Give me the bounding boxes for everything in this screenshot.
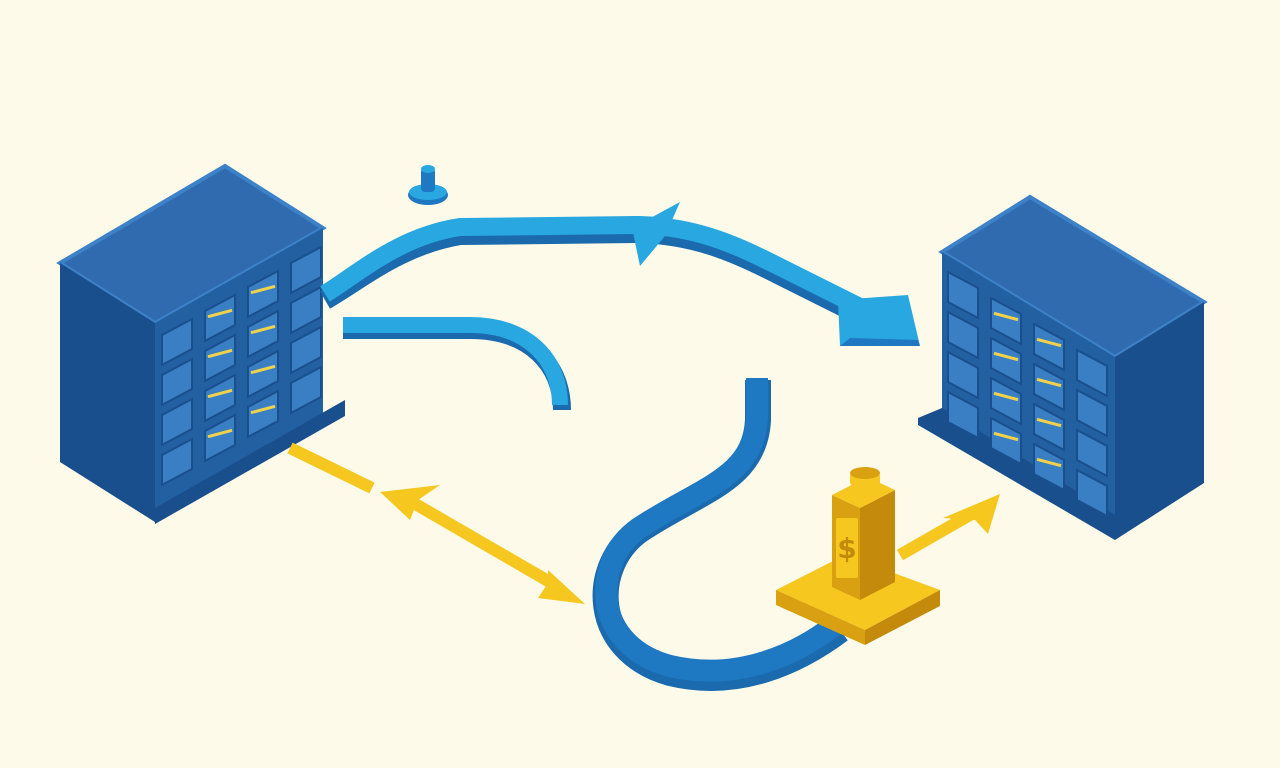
server-window xyxy=(947,270,979,320)
server-window xyxy=(1033,402,1065,452)
token-cap-top xyxy=(850,467,880,479)
server-indicator-light xyxy=(250,364,276,375)
right-server-front-face xyxy=(942,252,1115,540)
server-window xyxy=(290,285,322,335)
server-window xyxy=(1033,362,1065,412)
token-side xyxy=(860,490,895,600)
left-server-rack xyxy=(56,163,345,524)
server-indicator-light xyxy=(993,431,1019,442)
server-window xyxy=(247,349,279,399)
curve-pipe xyxy=(343,317,571,411)
server-indicator-light xyxy=(250,284,276,295)
yellow-double-arrow xyxy=(287,442,585,604)
server-indicator-light xyxy=(1036,457,1062,468)
left-server-base xyxy=(155,400,345,524)
server-indicator-light xyxy=(250,404,276,415)
server-window xyxy=(204,293,236,343)
server-window xyxy=(204,333,236,383)
pin-stem xyxy=(421,168,435,192)
server-window xyxy=(1076,348,1108,398)
payment-token: $ xyxy=(776,467,940,645)
right-server-right-face xyxy=(1115,302,1204,540)
server-window xyxy=(161,397,193,447)
server-indicator-light xyxy=(250,324,276,335)
left-server-windows xyxy=(161,245,322,487)
server-indicator-light xyxy=(207,428,233,439)
yellow-line-from-server xyxy=(287,442,375,494)
top-arrow-head xyxy=(838,295,920,346)
right-server-base xyxy=(918,408,1115,540)
yellow-double-arrow-head-end xyxy=(538,570,585,604)
server-window xyxy=(1033,442,1065,492)
server-window xyxy=(161,437,193,487)
server-window xyxy=(290,325,322,375)
yellow-arrow-right xyxy=(897,494,1000,561)
yellow-double-arrow-head-start xyxy=(380,485,440,520)
server-indicator-light xyxy=(1036,417,1062,428)
server-indicator-light xyxy=(207,308,233,319)
server-window xyxy=(290,365,322,415)
server-window xyxy=(247,389,279,439)
server-window xyxy=(1076,468,1108,518)
token-label-panel xyxy=(836,518,858,578)
server-window xyxy=(161,317,193,367)
server-window xyxy=(990,296,1022,346)
server-window xyxy=(990,376,1022,426)
server-window xyxy=(1076,428,1108,478)
top-arrow-mid-chevron xyxy=(632,202,680,266)
token-top xyxy=(832,477,895,508)
server-indicator-light xyxy=(993,391,1019,402)
server-indicator-light xyxy=(207,388,233,399)
loop-pipe-body xyxy=(595,378,843,682)
left-server-left-face xyxy=(60,263,155,522)
server-indicator-light xyxy=(993,351,1019,362)
left-server-front-face xyxy=(155,228,323,522)
server-indicator-light xyxy=(993,311,1019,322)
server-window xyxy=(247,309,279,359)
payment-tile-left xyxy=(776,590,865,645)
right-server-windows xyxy=(947,270,1108,518)
server-window xyxy=(290,245,322,295)
token-dollar-symbol: $ xyxy=(837,532,856,565)
server-window xyxy=(161,357,193,407)
pin-head xyxy=(421,165,435,173)
top-flow-arrow xyxy=(319,202,920,346)
server-window xyxy=(947,310,979,360)
server-window xyxy=(204,373,236,423)
server-indicator-light xyxy=(1036,377,1062,388)
server-window xyxy=(990,336,1022,386)
yellow-arrow-right-head xyxy=(943,494,1000,534)
server-window xyxy=(947,390,979,440)
right-server-rack xyxy=(918,194,1208,540)
yellow-double-arrow-shaft xyxy=(401,492,559,591)
server-window xyxy=(247,269,279,319)
server-indicator-light xyxy=(207,348,233,359)
top-arrow-head-shade xyxy=(840,338,920,346)
server-window xyxy=(947,350,979,400)
pin-marker xyxy=(408,165,448,205)
curve-pipe-body xyxy=(343,317,568,406)
server-indicator-light xyxy=(1036,337,1062,348)
loop-pipe xyxy=(592,378,848,691)
server-window xyxy=(204,413,236,463)
payment-tile-right xyxy=(865,590,940,645)
server-window xyxy=(1033,322,1065,372)
server-window xyxy=(990,416,1022,466)
server-window xyxy=(1076,388,1108,438)
